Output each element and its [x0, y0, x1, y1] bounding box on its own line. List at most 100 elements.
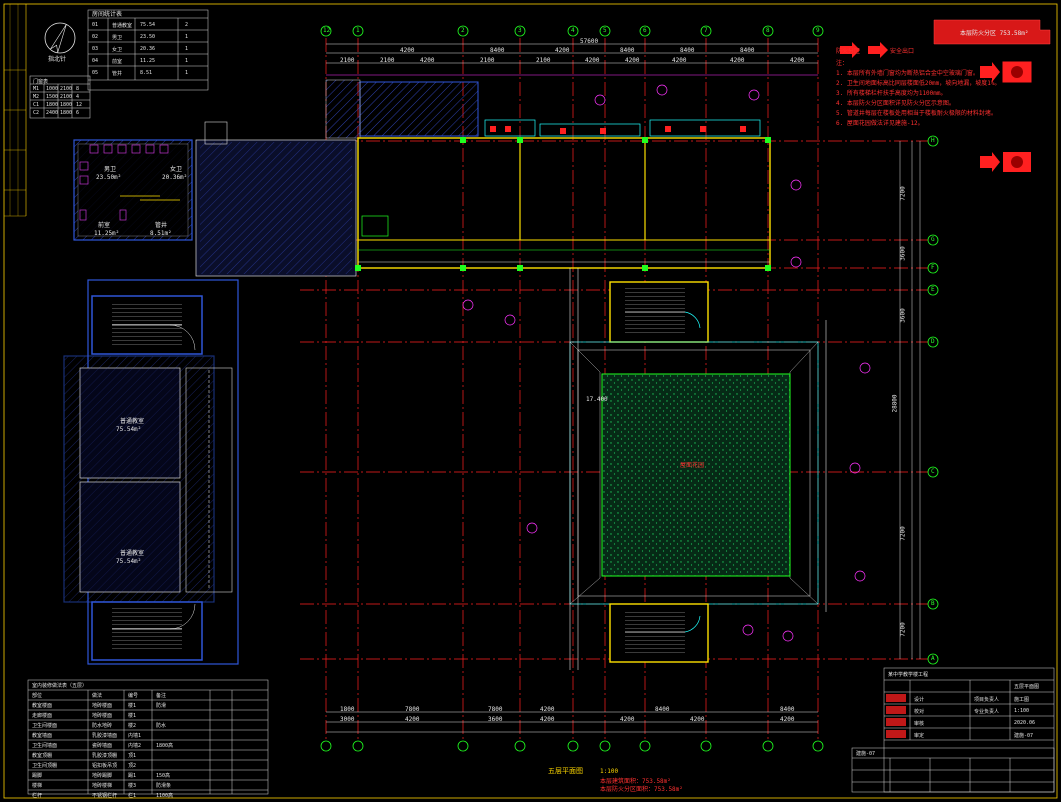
classroom-1[interactable]: [79, 367, 181, 479]
grid-label-right-g: G: [931, 236, 935, 243]
detail-callouts[interactable]: [462, 84, 871, 642]
bottom-table-h3: 编号: [128, 693, 139, 699]
lower-right-stair[interactable]: [609, 603, 709, 663]
top-table-r4c4: 1: [185, 58, 189, 64]
small-table-r2c3: 2100: [60, 94, 73, 100]
top-table-r3c4: 1: [185, 46, 189, 52]
room-classroom-2: 普通教室: [120, 550, 145, 557]
sheet-frame: [3, 3, 1058, 799]
stair-shaft-small: [361, 215, 389, 237]
grid-label-right-h: H: [931, 137, 935, 144]
bottom-table-cell: 楼1: [128, 703, 137, 709]
room-classroom-2-area: 75.54m²: [116, 558, 142, 565]
bottom-table-title: 室内装修做法表（五层）: [32, 683, 88, 689]
north-arrow-icon: [44, 22, 76, 54]
top-table-r1c2: 普通教室: [112, 23, 133, 29]
roof-garden[interactable]: [601, 373, 791, 577]
bottom-table-cell: 踢1: [128, 773, 137, 779]
bottom-table-h1: 部位: [32, 693, 43, 699]
room-shaft: 管井: [155, 222, 168, 229]
bottom-table-cell: 瓷砖墙面: [92, 743, 113, 749]
small-table-r3c1: C1: [33, 102, 40, 108]
grid-label-top-1: 12: [323, 27, 331, 34]
room-toilet-female: 女卫: [170, 166, 183, 173]
bottom-table-cell: 150高: [156, 773, 171, 779]
toilet-block[interactable]: [73, 139, 193, 241]
top-table-r2c2: 男卫: [112, 35, 123, 41]
top-table-r3c3: 20.36: [140, 46, 156, 52]
title-block-role-1: 设计: [914, 697, 925, 703]
small-table-r2c2: 1500: [46, 94, 59, 100]
title-block-role-6: 专业负责人: [974, 709, 1000, 715]
plan-title: 五层平面图: [548, 767, 583, 775]
upper-right-stair[interactable]: [609, 281, 709, 343]
room-toilet-female-area: 20.36m²: [162, 174, 188, 181]
small-table-r3c2: 1800: [46, 102, 59, 108]
top-table-r5c4: 1: [185, 70, 189, 76]
bottom-table-cell: 卫生间楼面: [32, 723, 58, 729]
top-wing-walls[interactable]: [357, 137, 771, 269]
bottom-table-cell: 地砖楼面: [92, 713, 113, 719]
classroom-2[interactable]: [79, 481, 181, 593]
grid-label-top-7: 6: [643, 27, 647, 34]
grid-label-right-d: D: [931, 338, 935, 345]
note-line-1: 1. 本层所有外墙门窗均为断热铝合金中空玻璃门窗。: [836, 70, 979, 77]
dim-right-total: 28800: [891, 394, 899, 413]
top-table-r2c1: 02: [92, 34, 99, 40]
dim-bottom-6: 8400: [780, 706, 795, 713]
grid-label-top-2: 1: [356, 27, 360, 34]
title-block-project: 某中学教学楼工程: [888, 672, 929, 678]
note-line-5: 5. 管道井每层在楼板处用相当于楼板耐火极限的材料封堵。: [836, 110, 997, 117]
title-block-role-3: 审核: [914, 721, 925, 727]
grid-label-right-e: E: [931, 286, 935, 293]
title-block-sheet-number: 建施-07: [856, 751, 876, 757]
bottom-table-cell: 教室楼面: [32, 703, 53, 709]
dim-top-row2-4: 2100: [480, 57, 495, 64]
right-dimension-lines: [899, 141, 921, 659]
left-corridor-strip: [185, 367, 233, 593]
grid-label-top-8: 7: [704, 27, 708, 34]
dim-top-4: 8400: [620, 47, 635, 54]
grid-label-top-3: 2: [461, 27, 465, 34]
bottom-table-h4: 备注: [156, 693, 167, 699]
left-stair-lower[interactable]: [91, 601, 203, 661]
grid-label-top-4: 3: [518, 27, 522, 34]
grid-label-right-b: B: [931, 600, 935, 607]
left-hall-block[interactable]: [195, 121, 357, 277]
small-table-r4c2: 2400: [46, 110, 59, 116]
dim-right-5: 7200: [899, 622, 907, 637]
small-table-r4c3: 1800: [60, 110, 73, 116]
small-table-r1c4: 8: [76, 86, 80, 92]
dim-top-row2-8: 4200: [672, 57, 687, 64]
note-line-3: 3. 所有楼梯栏杆扶手高度均为1100mm。: [836, 90, 947, 97]
dim-right-3: 3600: [899, 308, 907, 323]
title-block-stage: 施工图: [1014, 697, 1030, 703]
top-table-r1c3: 75.54: [140, 22, 156, 28]
top-wing-columns: [355, 137, 771, 271]
room-classroom-1-area: 75.54m²: [116, 426, 142, 433]
note-line-2: 2. 卫生间地面标高比同层楼面低20mm，坡向地漏，坡度1%。: [836, 80, 1001, 87]
dim-bottom-row2-1: 3000: [340, 716, 355, 723]
area-note-1: 本层建筑面积：753.58m²: [600, 778, 671, 785]
dim-top-total: 57600: [580, 38, 599, 45]
bottom-table-cell: 地砖楼梯: [92, 783, 113, 789]
top-table-r4c3: 11.25: [140, 58, 156, 64]
note-line-0: 注：: [836, 60, 849, 67]
bottom-table-cell: 楼1: [128, 713, 137, 719]
bottom-table-cell: 地砖楼面: [92, 703, 113, 709]
top-table-r3c2: 女卫: [112, 47, 123, 53]
bottom-table-cell: 栏1: [128, 793, 137, 799]
note-line-4: 4. 本层防火分区面积详见防火分区示意图。: [836, 100, 955, 107]
plan-scale: 1:100: [600, 768, 619, 775]
room-toilet-male-area: 23.50m²: [96, 174, 122, 181]
dim-top-row2-6: 4200: [585, 57, 600, 64]
dim-bottom-1: 1800: [340, 706, 355, 713]
bottom-table-cell: 防滑: [156, 703, 167, 709]
dim-bottom-2: 7800: [405, 706, 420, 713]
dim-bottom-row2-5: 4200: [620, 716, 635, 723]
dim-right-4: 7200: [899, 526, 907, 541]
left-stair-upper[interactable]: [91, 295, 203, 355]
dim-right-2: 3600: [899, 246, 907, 261]
dim-bottom-row2-2: 4200: [405, 716, 420, 723]
